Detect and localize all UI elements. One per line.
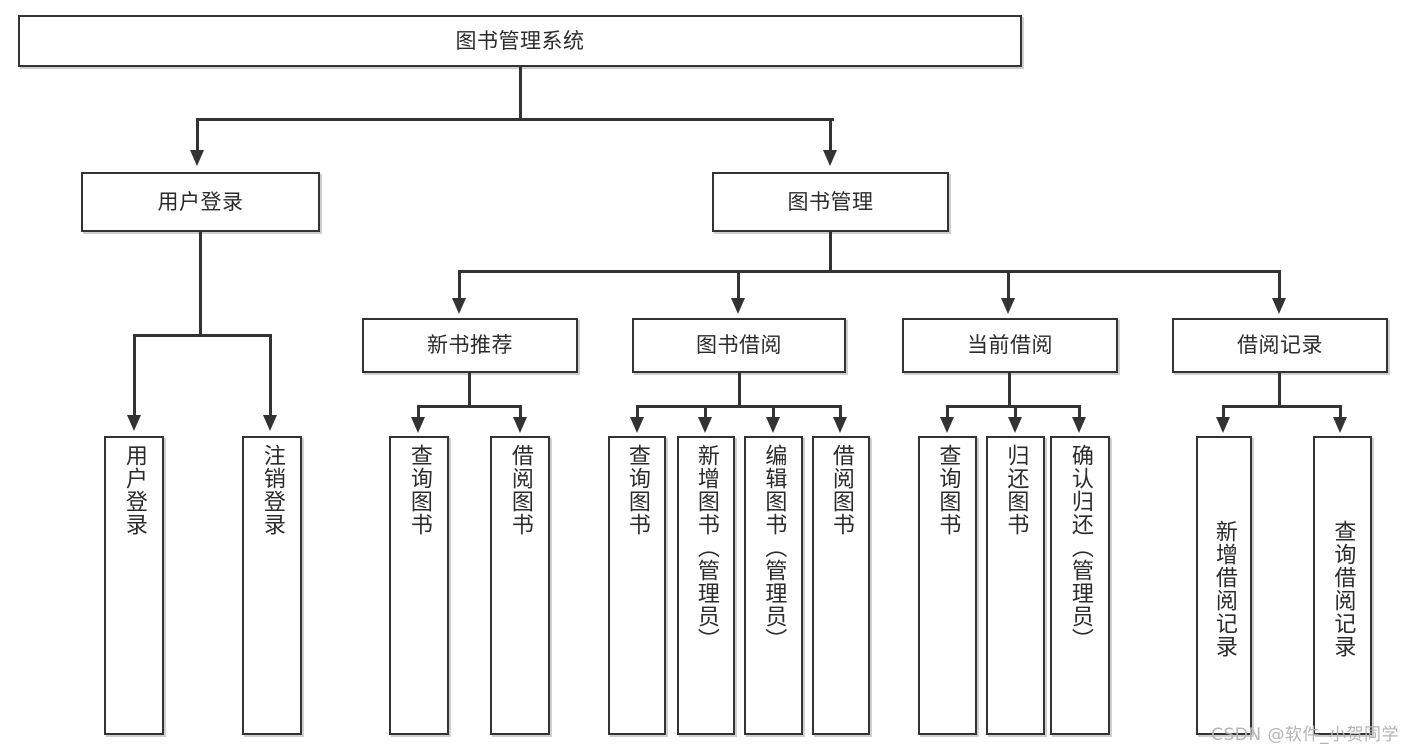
connector-drop-user-login [196, 118, 199, 153]
node-label: 新增图书（管理员） [693, 444, 719, 651]
arrow-to-leaf-br-2 [1333, 417, 1347, 433]
connector-drop-current-borrow [1007, 270, 1010, 300]
node-current-borrow[interactable]: 当前借阅 [902, 318, 1118, 373]
connector-new-book-recommend-bus [417, 405, 522, 408]
node-label: 注销登录 [259, 444, 285, 536]
connector-drop-bb-1 [636, 405, 639, 420]
node-book-management[interactable]: 图书管理 [712, 172, 949, 232]
node-label: 查询图书 [935, 444, 961, 536]
connector-drop-br-2 [1339, 405, 1342, 420]
arrow-to-leaf-br-1 [1216, 417, 1230, 433]
arrow-to-leaf-user-login-2 [263, 415, 277, 431]
connector-level2-bus [196, 118, 834, 121]
connector-book-borrow-bus [636, 405, 841, 408]
connector-user-login-stem [199, 232, 202, 335]
connector-drop-nbr-1 [417, 405, 420, 420]
node-label: 查询图书 [406, 444, 432, 536]
leaf-bb-borrow-book[interactable]: 借阅图书 [812, 436, 870, 735]
connector-current-borrow-bus [946, 405, 1080, 408]
leaf-user-login-logout[interactable]: 注销登录 [242, 436, 302, 735]
node-user-login[interactable]: 用户登录 [81, 172, 320, 232]
arrow-to-borrow-record [1272, 298, 1286, 314]
connector-drop-cb-2 [1014, 405, 1017, 420]
arrow-to-leaf-nbr-2 [513, 417, 527, 433]
node-label: 新增借阅记录 [1211, 519, 1237, 658]
arrow-to-leaf-nbr-1 [411, 417, 425, 433]
node-label: 确认归还（管理员） [1067, 444, 1093, 651]
leaf-br-query-record[interactable]: 查询借阅记录 [1313, 436, 1372, 735]
node-label: 编辑图书（管理员） [761, 444, 787, 651]
connector-root-stem [519, 67, 522, 118]
leaf-cb-confirm-return-admin[interactable]: 确认归还（管理员） [1050, 436, 1110, 735]
arrow-to-leaf-cb-2 [1008, 417, 1022, 433]
node-label: 新书推荐 [427, 333, 513, 358]
leaf-bb-edit-book-admin[interactable]: 编辑图书（管理员） [744, 436, 803, 735]
connector-drop-bb-2 [704, 405, 707, 420]
arrow-to-book-borrow [731, 298, 745, 314]
connector-drop-br-1 [1222, 405, 1225, 420]
leaf-cb-query-book[interactable]: 查询图书 [918, 436, 977, 735]
node-label: 归还图书 [1003, 444, 1029, 536]
node-label: 用户登录 [157, 189, 244, 214]
connector-drop-book-management [829, 118, 832, 153]
arrow-to-leaf-bb-4 [833, 417, 847, 433]
leaf-br-add-record[interactable]: 新增借阅记录 [1196, 436, 1252, 735]
connector-drop-cb-1 [946, 405, 949, 420]
connector-book-borrow-stem [738, 373, 741, 406]
node-label: 借阅图书 [828, 444, 854, 536]
connector-drop-user-login-1 [133, 334, 136, 417]
arrow-to-new-book-recommend [452, 298, 466, 314]
connector-drop-new-book-recommend [458, 270, 461, 300]
connector-drop-nbr-2 [519, 405, 522, 420]
leaf-bb-add-book-admin[interactable]: 新增图书（管理员） [677, 436, 735, 735]
node-label: 用户登录 [121, 444, 147, 536]
node-borrow-record[interactable]: 借阅记录 [1172, 318, 1388, 373]
arrow-to-leaf-bb-3 [766, 417, 780, 433]
node-label: 借阅记录 [1237, 333, 1323, 358]
leaf-user-login-login[interactable]: 用户登录 [104, 436, 164, 735]
connector-drop-book-borrow [737, 270, 740, 300]
arrow-to-leaf-bb-1 [630, 417, 644, 433]
arrow-to-leaf-user-login-1 [127, 415, 141, 431]
node-label: 图书借阅 [696, 333, 782, 358]
connector-borrow-record-bus [1222, 405, 1342, 408]
leaf-nbr-query-book[interactable]: 查询图书 [389, 436, 449, 735]
node-label: 查询借阅记录 [1330, 519, 1356, 658]
node-label: 当前借阅 [967, 333, 1053, 358]
connector-new-book-recommend-stem [468, 373, 471, 406]
leaf-nbr-borrow-book[interactable]: 借阅图书 [490, 436, 550, 735]
node-label: 借阅图书 [507, 444, 533, 536]
connector-drop-bb-4 [839, 405, 842, 420]
connector-drop-cb-3 [1078, 405, 1081, 420]
node-label: 查询图书 [624, 444, 650, 536]
arrow-to-leaf-bb-2 [698, 417, 712, 433]
connector-drop-bb-3 [772, 405, 775, 420]
arrow-to-current-borrow [1001, 298, 1015, 314]
connector-user-login-bus [133, 334, 271, 337]
arrow-to-book-management [823, 150, 837, 166]
node-root-book-management-system[interactable]: 图书管理系统 [18, 15, 1022, 67]
connector-drop-borrow-record [1278, 270, 1281, 300]
leaf-cb-return-book[interactable]: 归还图书 [986, 436, 1045, 735]
arrow-to-leaf-cb-3 [1072, 417, 1086, 433]
connector-book-management-stem [829, 232, 832, 272]
connector-borrow-record-stem [1278, 373, 1281, 406]
node-label: 图书管理系统 [455, 28, 585, 53]
connector-drop-user-login-2 [269, 334, 272, 417]
node-book-borrow[interactable]: 图书借阅 [632, 318, 846, 373]
arrow-to-leaf-cb-1 [940, 417, 954, 433]
connector-current-borrow-stem [1008, 373, 1011, 406]
node-label: 图书管理 [787, 189, 874, 214]
node-new-book-recommend[interactable]: 新书推荐 [362, 318, 578, 373]
leaf-bb-query-book[interactable]: 查询图书 [608, 436, 666, 735]
arrow-to-user-login [190, 150, 204, 166]
connector-level3-bus [458, 270, 1281, 273]
